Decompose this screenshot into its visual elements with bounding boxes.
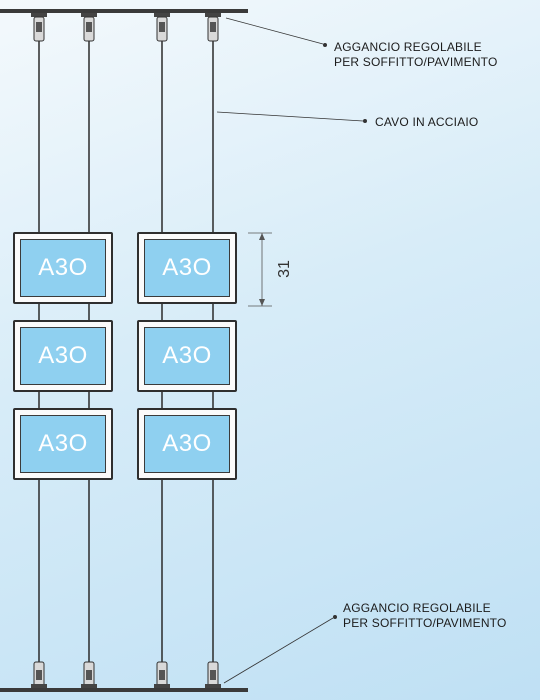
leader-dot: [323, 43, 327, 47]
floor-rail: [0, 688, 248, 692]
display-screen: A3O: [20, 327, 106, 385]
bottom-clamp: [31, 661, 47, 688]
display-screen: A3O: [144, 415, 230, 473]
leader-dot: [333, 615, 337, 619]
display-frame: A3O: [13, 408, 113, 480]
label-top-clamp-line1: AGGANCIO REGOLABILE: [334, 40, 482, 54]
display-frame: A3O: [137, 408, 237, 480]
top-clamp: [154, 13, 170, 42]
top-clamp: [205, 13, 221, 42]
display-frame: A3O: [137, 320, 237, 392]
dimension-indicator: [248, 232, 272, 307]
display-frame: A3O: [13, 232, 113, 304]
label-cable: CAVO IN ACCIAIO: [375, 115, 479, 129]
ceiling-rail: [0, 9, 248, 13]
leader-line-top-clamp: [225, 17, 324, 45]
leader-line-bottom-clamp: [223, 617, 334, 684]
display-frame: A3O: [13, 320, 113, 392]
top-clamp: [81, 13, 97, 42]
label-bottom-clamp-line2: PER SOFFITTO/PAVIMENTO: [343, 616, 507, 630]
bottom-clamp: [154, 661, 170, 688]
label-top-clamp-line2: PER SOFFITTO/PAVIMENTO: [334, 55, 498, 69]
label-bottom-clamp-line1: AGGANCIO REGOLABILE: [343, 601, 491, 615]
top-clamp: [31, 13, 47, 42]
display-screen: A3O: [20, 415, 106, 473]
leader-line-cable: [216, 111, 364, 122]
dimension-label: 31: [275, 260, 293, 278]
display-frame: A3O: [137, 232, 237, 304]
bottom-clamp: [81, 661, 97, 688]
display-screen: A3O: [20, 239, 106, 297]
display-screen: A3O: [144, 327, 230, 385]
display-screen: A3O: [144, 239, 230, 297]
bottom-clamp: [205, 661, 221, 688]
leader-dot: [363, 119, 367, 123]
